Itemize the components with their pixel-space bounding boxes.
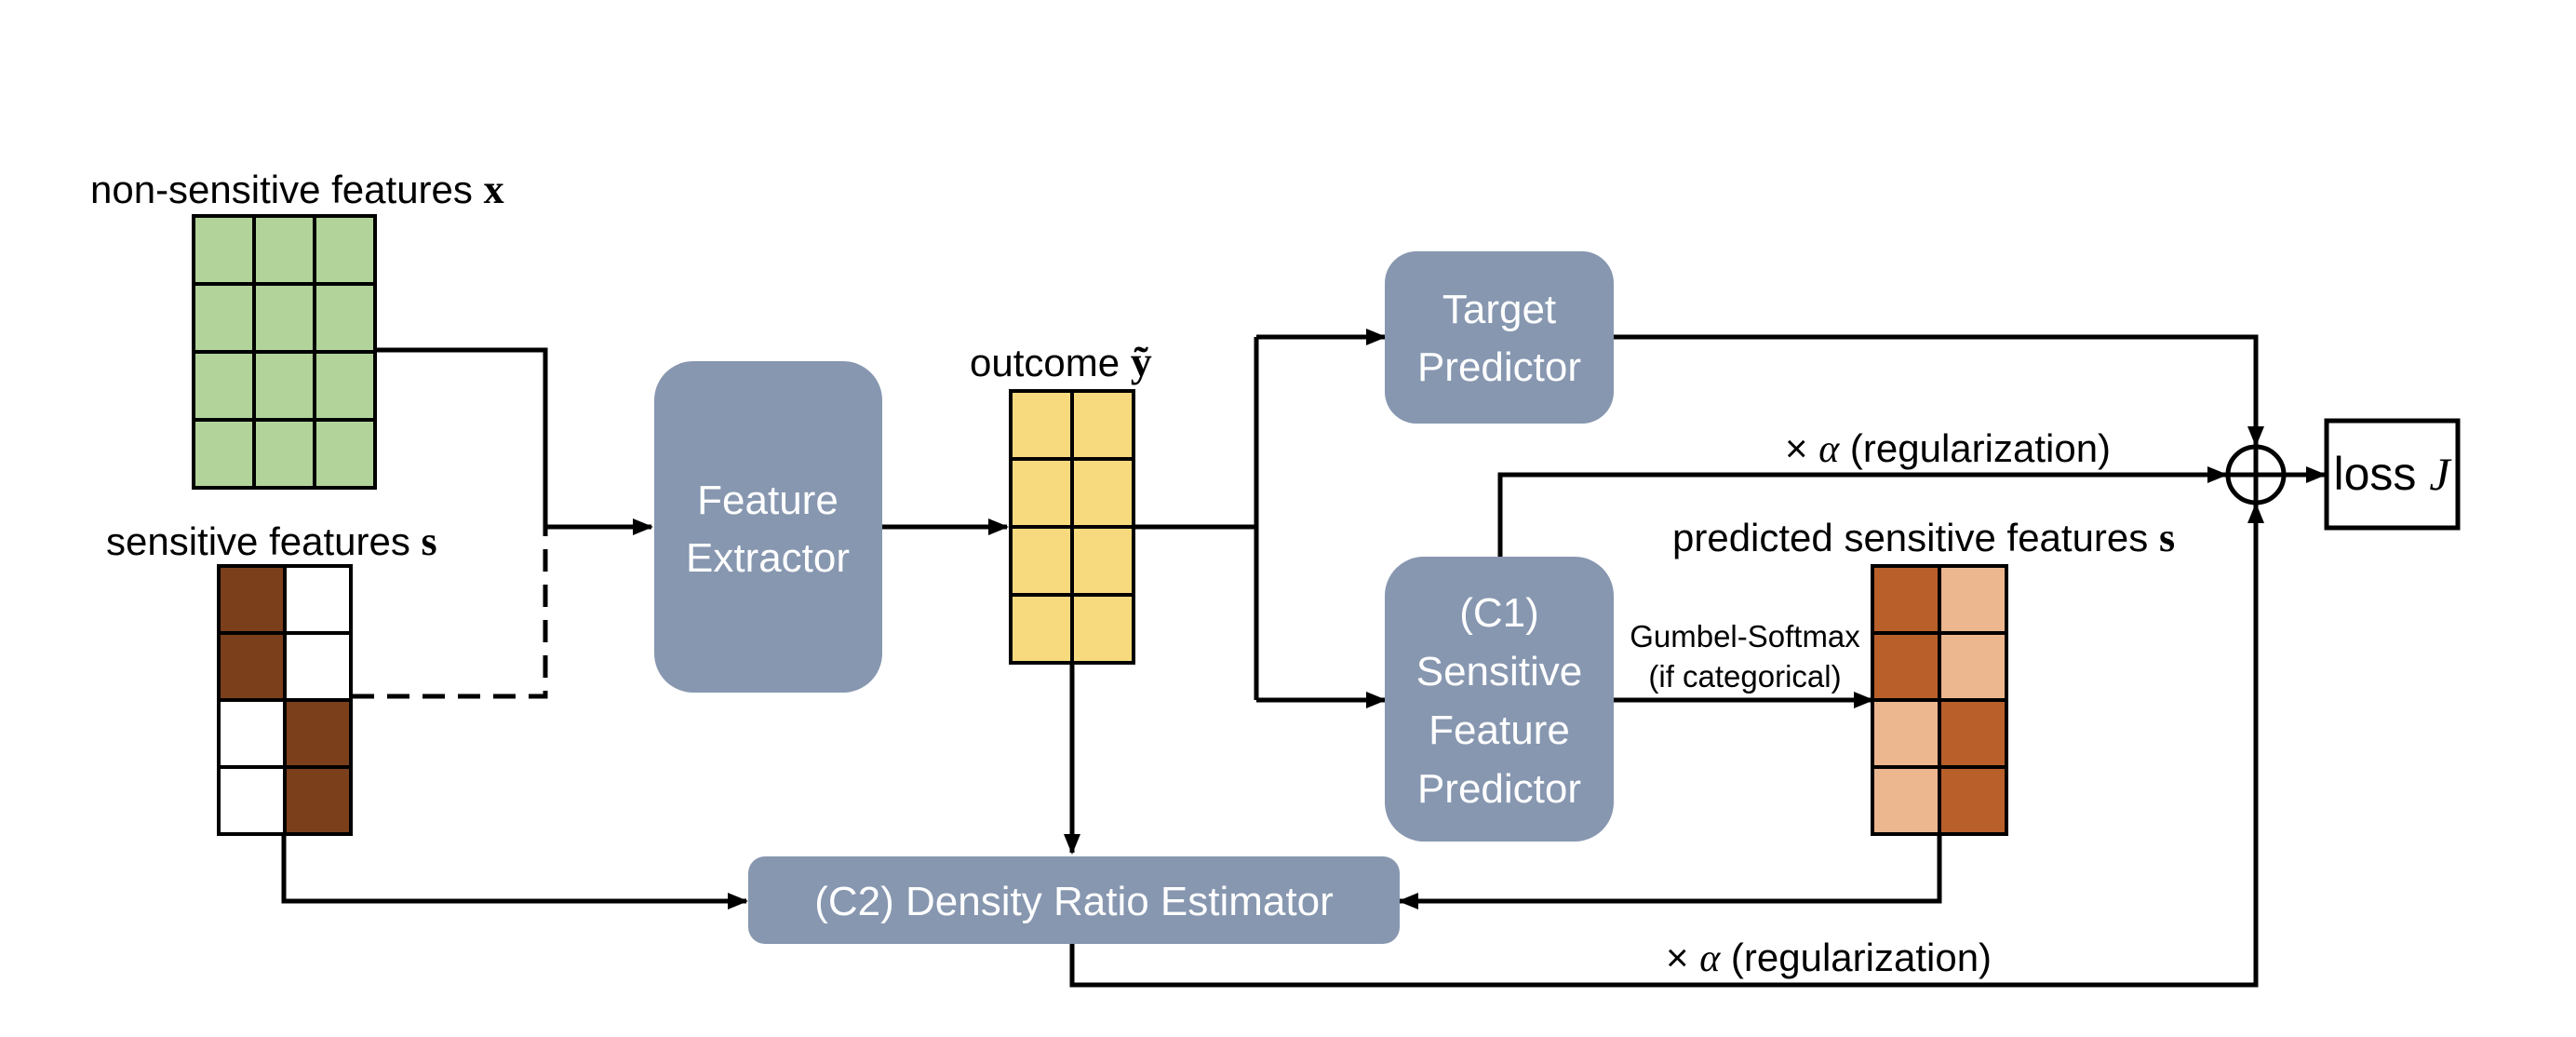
predicted-sensitive-features-grid-cell — [1938, 765, 2008, 836]
regularization-bottom-label: × α (regularization) — [1666, 936, 1992, 980]
non-sensitive-features-label: non-sensitive features x — [90, 167, 504, 212]
predicted-sensitive-features-grid-cell — [1871, 765, 1941, 836]
target-predictor-line1: Target — [1442, 287, 1556, 332]
gumbel-softmax-label: Gumbel-Softmax — [1630, 619, 1860, 653]
density-ratio-estimator-box: (C2) Density Ratio Estimator — [748, 856, 1400, 944]
non-sensitive-features-grid-cell — [313, 418, 377, 490]
outcome-grid-cell — [1009, 525, 1074, 597]
feature-extractor-line1: Feature — [697, 478, 839, 523]
predicted-sensitive-features-label: predicted sensitive features s — [1672, 515, 2175, 560]
non-sensitive-features-grid-cell — [192, 350, 256, 422]
predicted-sensitive-features-grid-cell — [1938, 631, 2008, 702]
sensitive-predictor-line1: (C1) — [1459, 590, 1539, 636]
sensitive-features-grid-cell — [217, 765, 287, 836]
outcome-grid-cell — [1009, 457, 1074, 529]
feature-extractor-line2: Extractor — [686, 535, 850, 581]
arrow-s-dashed — [352, 527, 548, 699]
gumbel-condition-label: (if categorical) — [1648, 659, 1841, 694]
non-sensitive-features-grid-cell — [313, 350, 377, 422]
arrow-target-to-loss — [1614, 334, 2264, 447]
predicted-sensitive-features-grid — [1871, 564, 2008, 836]
sensitive-features-label: sensitive features s — [106, 518, 437, 564]
arrow-regularization-top — [1497, 466, 2228, 557]
predicted-sensitive-features-grid-cell — [1871, 631, 1941, 702]
non-sensitive-features-grid-cell — [252, 350, 316, 422]
outcome-grid-cell — [1070, 389, 1135, 461]
predicted-sensitive-features-grid-cell — [1938, 698, 2008, 769]
outcome-grid-cell — [1070, 525, 1135, 597]
non-sensitive-features-grid-cell — [192, 214, 256, 286]
sensitive-features-grid-cell — [217, 631, 287, 702]
target-predictor-box: Target Predictor — [1385, 251, 1614, 424]
arrow-s-to-density — [281, 836, 748, 909]
loss-label: loss J — [2333, 448, 2452, 500]
outcome-grid — [1009, 389, 1135, 665]
outcome-grid-cell — [1009, 389, 1074, 461]
non-sensitive-features-grid — [192, 214, 377, 490]
non-sensitive-features-grid-cell — [313, 282, 377, 354]
non-sensitive-features-grid-cell — [313, 214, 377, 286]
predicted-sensitive-features-grid-cell — [1871, 564, 1941, 635]
sensitive-features-grid-cell — [283, 631, 353, 702]
outcome-grid-cell — [1009, 593, 1074, 665]
non-sensitive-features-grid-cell — [252, 214, 316, 286]
sensitive-features-grid-cell — [217, 564, 287, 635]
predicted-sensitive-features-grid-cell — [1938, 564, 2008, 635]
density-ratio-label: (C2) Density Ratio Estimator — [814, 879, 1333, 924]
outcome-grid-cell — [1070, 593, 1135, 665]
connectors — [281, 329, 2327, 988]
outcome-label: outcome ỹ — [970, 338, 1152, 385]
non-sensitive-features-grid-cell — [192, 282, 256, 354]
sensitive-features-grid — [217, 564, 353, 836]
non-sensitive-features-grid-cell — [252, 418, 316, 490]
sensitive-predictor-line4: Predictor — [1417, 766, 1581, 812]
outcome-grid-cell — [1070, 457, 1135, 529]
arrow-x-to-extractor — [374, 347, 653, 535]
loss-box: loss J — [2324, 418, 2461, 531]
arrow-predicted-to-density — [1398, 836, 1942, 909]
arrow-regularization-bottom — [1069, 503, 2264, 988]
sensitive-features-grid-cell — [283, 698, 353, 769]
feature-extractor-box: Feature Extractor — [654, 361, 882, 693]
non-sensitive-features-grid-cell — [252, 282, 316, 354]
sensitive-predictor-line3: Feature — [1429, 707, 1570, 753]
regularization-top-label: × α (regularization) — [1785, 426, 2111, 471]
non-sensitive-features-grid-cell — [192, 418, 256, 490]
sensitive-features-grid-cell — [283, 564, 353, 635]
sum-oplus-icon — [2225, 444, 2287, 505]
predicted-sensitive-features-grid-cell — [1871, 698, 1941, 769]
sensitive-predictor-line2: Sensitive — [1416, 649, 1583, 694]
target-predictor-line2: Predictor — [1417, 344, 1581, 390]
sensitive-feature-predictor-box: (C1) Sensitive Feature Predictor — [1385, 557, 1614, 842]
sensitive-features-grid-cell — [217, 698, 287, 769]
sensitive-features-grid-cell — [283, 765, 353, 836]
